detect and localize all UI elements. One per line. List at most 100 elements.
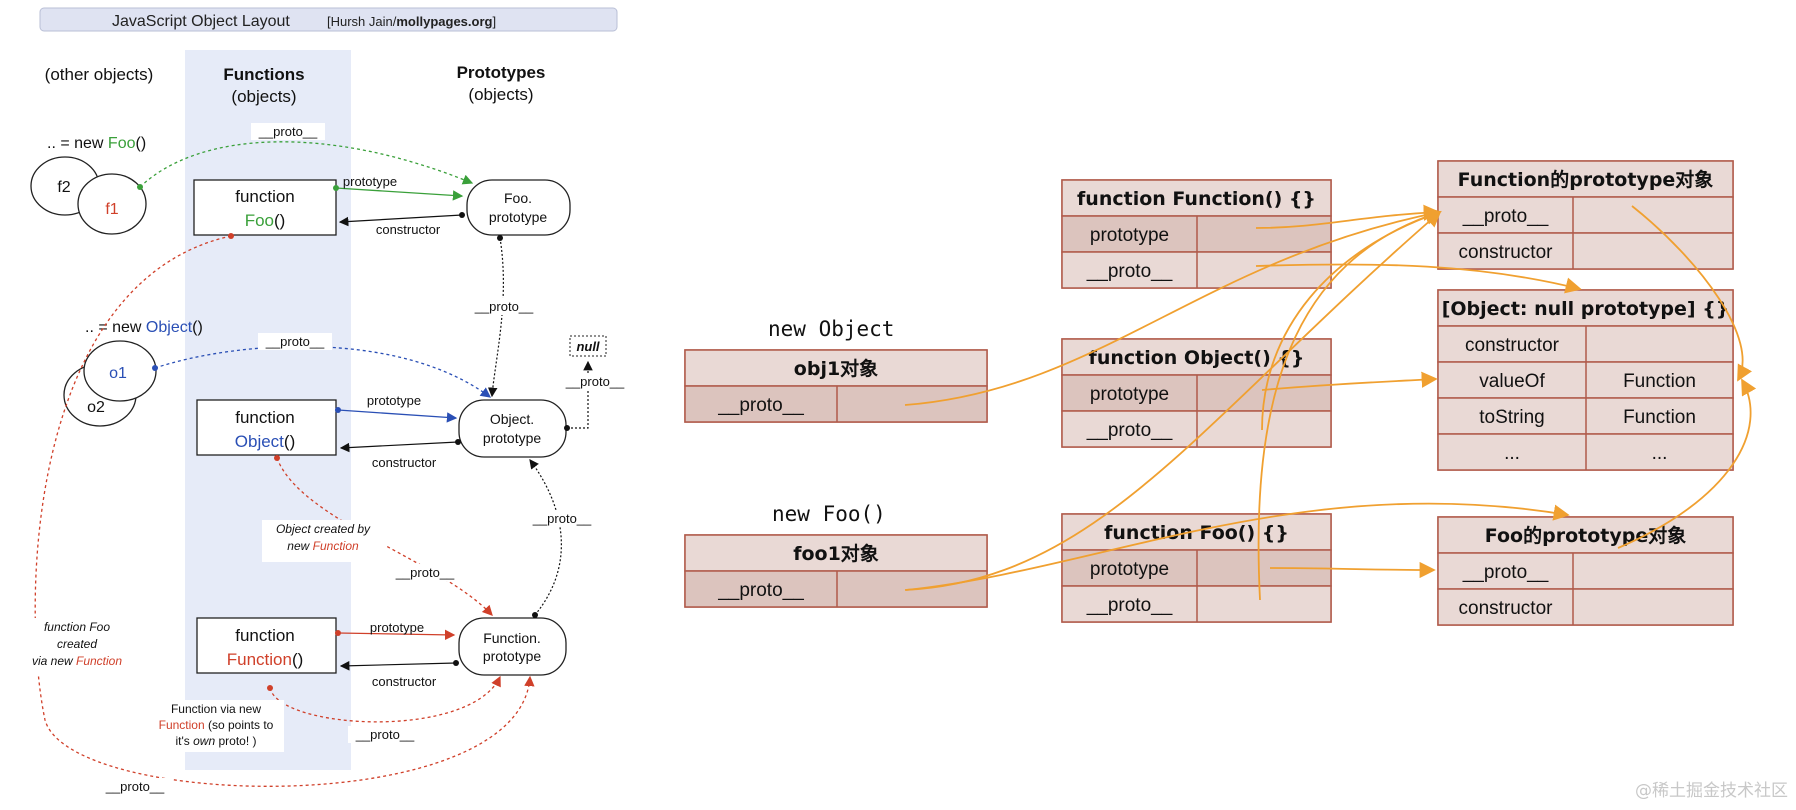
table-cell-key: prototype — [1090, 225, 1169, 246]
fnfoo-prototype-link — [1269, 561, 1436, 579]
table-cell-key: __proto__ — [1086, 261, 1173, 282]
table-cell-key: __proto__ — [1462, 562, 1549, 583]
foo-prototype-proto-arrow — [487, 237, 504, 398]
new-object-label: .. = new Object() — [85, 319, 203, 336]
new-foo-heading: new Foo() — [772, 502, 886, 526]
new-foo-label: .. = new Foo() — [47, 135, 146, 152]
layout-credit: [Hursh Jain/mollypages.org] — [327, 14, 496, 29]
note-foo-created-3: via new Function — [32, 654, 122, 668]
o1-proto-arrow — [154, 345, 492, 398]
note-foo-created-2: created — [57, 637, 97, 651]
header-functions: Functions — [223, 65, 304, 84]
foo1-title: foo1对象 — [793, 542, 879, 565]
note-object-created-bg — [262, 520, 386, 562]
function-object-box — [196, 399, 337, 456]
table-cell-value: Function — [1623, 371, 1696, 392]
foo1-foo-prototype-link — [905, 502, 1570, 591]
fn-foo-table: function Foo() {}prototype__proto__ — [1061, 513, 1332, 623]
label-function-constructor: constructor — [372, 674, 437, 689]
o1-object — [83, 340, 157, 402]
table-cell-key: prototype — [1090, 559, 1169, 580]
label-o1-proto: __proto__ — [265, 334, 325, 349]
note-foo-created-1: function Foo — [44, 620, 110, 634]
header-prototypes-sub: (objects) — [468, 85, 533, 104]
f1-label: f1 — [105, 201, 118, 218]
left-diagram: JavaScript Object Layout [Hursh Jain/mol… — [20, 7, 631, 795]
fnobj-prototype-link — [1261, 371, 1438, 391]
object-proto-title: [Object: null prototype] {} — [1442, 298, 1730, 320]
table-cell-value: Function — [1623, 407, 1696, 428]
title-bar — [39, 7, 618, 32]
label-foo-prototype-proto: __proto__ — [474, 299, 534, 314]
foo-proto-title: Foo的prototype对象 — [1485, 524, 1686, 547]
fn-function-table: function Function() {} prototype __proto__ — [1061, 179, 1332, 289]
note-object-created-1: Object created by — [276, 522, 371, 536]
label-object-prototype: prototype — [367, 393, 421, 408]
function-proto-table: Function的prototype对象 __proto__ constructor — [1437, 160, 1734, 270]
note-function-via-3: it's own proto! ) — [176, 734, 257, 748]
fnfn-prototype-link — [1255, 204, 1440, 229]
table-cell-key: __proto__ — [1086, 595, 1173, 616]
o2-label: o2 — [87, 399, 105, 416]
function-object-kw: function — [235, 408, 295, 427]
function-prototype-box — [458, 617, 567, 676]
function-foo-box — [193, 179, 337, 236]
foo-prototype-box — [466, 179, 571, 236]
note-function-via-1: Function via new — [171, 702, 261, 716]
object-prototype-arrow — [337, 409, 458, 423]
fn-function-title: function Function() {} — [1077, 188, 1316, 210]
table-cell-key: ... — [1504, 443, 1520, 464]
label-function-prototype-proto: __proto__ — [532, 511, 592, 526]
function-constructor-arrow — [339, 660, 457, 671]
label-object-constructor: constructor — [372, 455, 437, 470]
foo1-table: foo1对象 __proto__ — [684, 534, 988, 608]
object-prototype-box — [458, 399, 567, 458]
table-cell-key: __proto__ — [1086, 420, 1173, 441]
function-prototype-arrow — [337, 629, 456, 641]
note-function-via-bg — [148, 700, 284, 752]
label-f1-proto: __proto__ — [258, 124, 318, 139]
header-functions-sub: (objects) — [231, 87, 296, 106]
obj1-title: obj1对象 — [794, 357, 878, 380]
fnfoo-proto-link — [1257, 208, 1442, 601]
function-object-name: Object() — [235, 432, 295, 451]
null-box — [569, 335, 607, 357]
table-cell-key: constructor — [1459, 598, 1554, 619]
fn-object-title: function Object() {} — [1089, 347, 1305, 369]
function-prototype-l2: prototype — [483, 648, 542, 664]
table-cell-value: ... — [1652, 443, 1668, 464]
f1-proto-arrow — [139, 141, 474, 188]
label-foo-prototype: prototype — [343, 174, 397, 189]
table-cell-key: __proto__ — [717, 580, 804, 601]
o1-label: o1 — [109, 365, 127, 382]
new-object-heading: new Object — [768, 317, 894, 341]
fooproto-proto-link — [1617, 378, 1757, 549]
f1-object — [77, 173, 147, 235]
function-prototype-proto-arrow — [529, 459, 562, 616]
header-other-objects: (other objects) — [45, 65, 154, 84]
obj1-proto-link — [904, 206, 1442, 406]
fn-object-table: function Object() {} prototype __proto__ — [1061, 338, 1332, 448]
watermark: @稀土掘金技术社区 — [1635, 781, 1788, 801]
table-cell-key: __proto__ — [1462, 206, 1549, 227]
table-cell-key: prototype — [1090, 384, 1169, 405]
f2-label: f2 — [57, 179, 70, 196]
table-cell-key: toString — [1479, 407, 1544, 428]
table-cell-key: constructor — [1459, 242, 1554, 263]
function-proto-title: Function的prototype对象 — [1458, 168, 1714, 191]
obj1-table: obj1对象 __proto__ — [684, 349, 988, 423]
foo-function-proto-arrow — [34, 235, 535, 787]
foo1-proto-link — [904, 210, 1442, 591]
foo-prototype-l1: Foo. — [504, 190, 532, 206]
note-object-created-2: new Function — [287, 539, 359, 553]
foo-prototype-l2: prototype — [489, 209, 548, 225]
function-foo-kw: function — [235, 187, 295, 206]
function-function-kw: function — [235, 626, 295, 645]
label-foo-function-proto: __proto__ — [105, 779, 165, 794]
table-cell-key: __proto__ — [717, 395, 804, 416]
orange-connectors — [904, 204, 1757, 601]
object-constructor-arrow — [339, 441, 459, 453]
table-cell-key: valueOf — [1479, 371, 1545, 392]
label-function-self-proto: __proto__ — [355, 727, 415, 742]
header-prototypes: Prototypes — [457, 63, 546, 82]
